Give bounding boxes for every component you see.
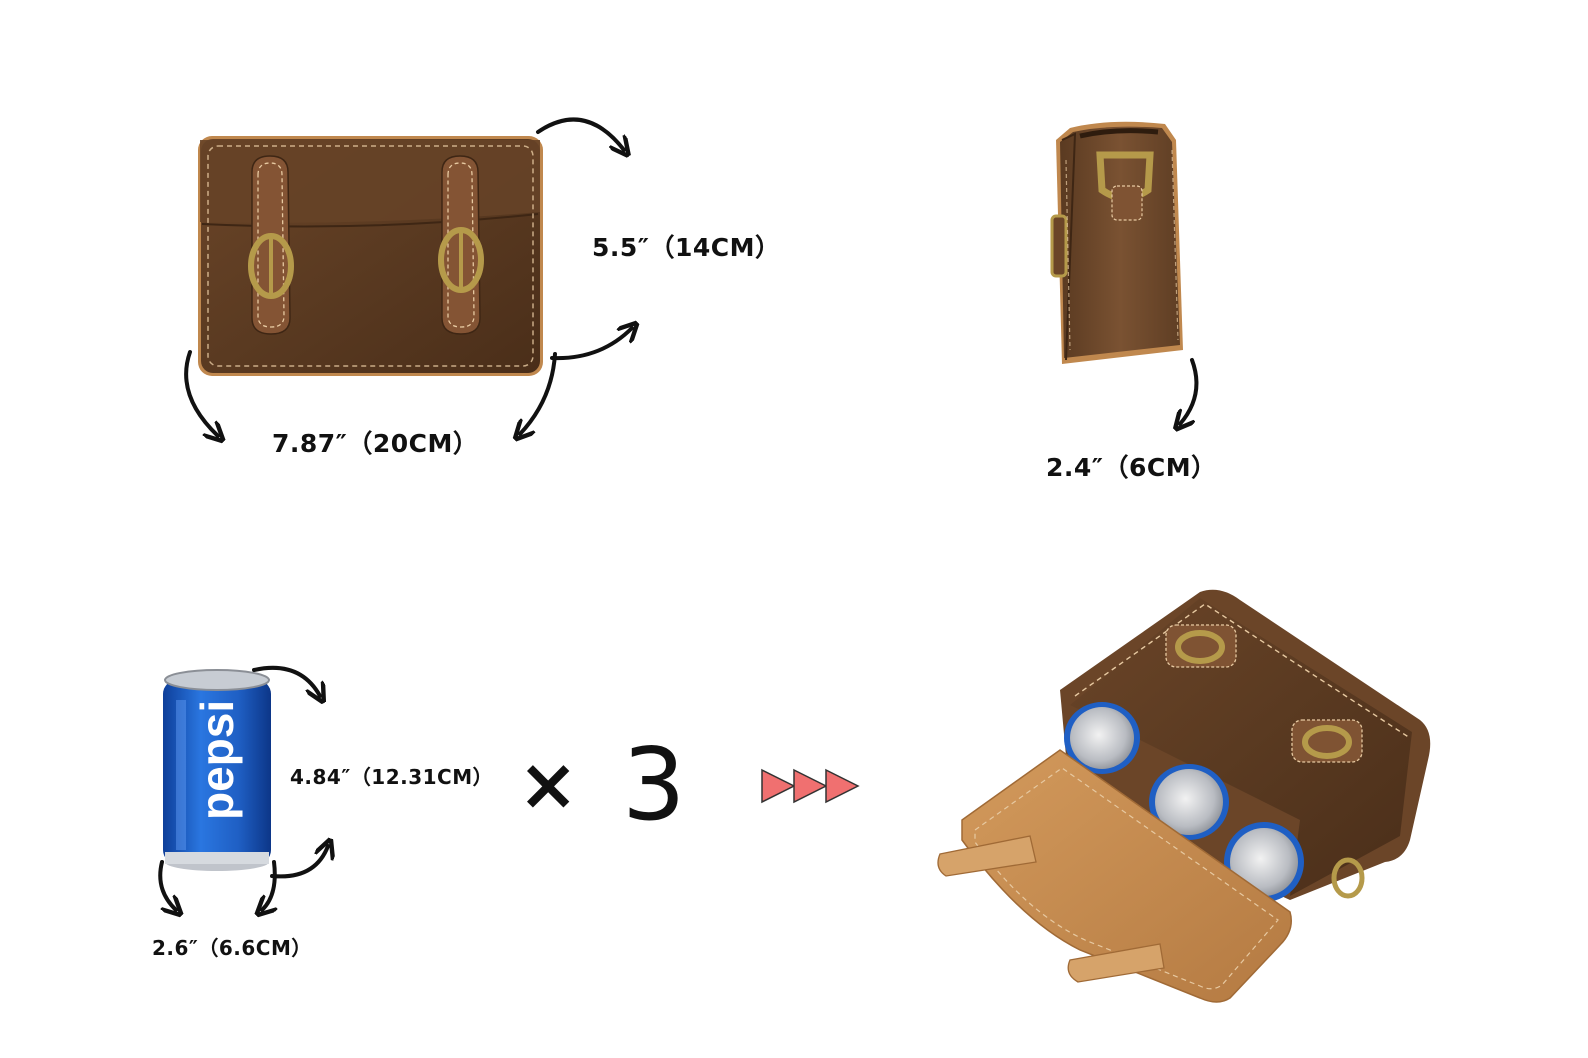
bag-front-view: [198, 136, 543, 376]
multiply-sign: ×: [518, 742, 579, 826]
curved-arrow-icon: [158, 665, 328, 910]
can-quantity: 3: [622, 726, 686, 843]
curved-arrow-icon: [1180, 358, 1199, 424]
fast-forward-arrows-icon: [761, 768, 860, 804]
bag-height-label: 5.5″（14CM）: [592, 233, 781, 262]
curved-arrow-icon: [184, 117, 632, 436]
can-height-label: 4.84″（12.31CM）: [290, 765, 494, 789]
bag-side-view: [1050, 121, 1183, 364]
bag-open-view: [937, 589, 1431, 1003]
can-diameter-label: 2.6″（6.6CM）: [152, 936, 312, 960]
bag-depth-label: 2.4″（6CM）: [1046, 453, 1217, 482]
soda-can: [163, 669, 271, 871]
can-brand-text: pepsi: [191, 700, 243, 820]
bag-width-label: 7.87″（20CM）: [272, 429, 479, 458]
